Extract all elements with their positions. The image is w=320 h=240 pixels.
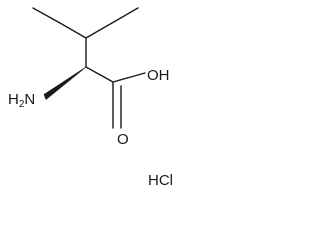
- bond-ethyl-right-ch3: [111, 7, 139, 24]
- bond-ethyl-right-ch2: [85, 22, 113, 39]
- bond-ethyl-left-ch2: [59, 22, 87, 39]
- amine-h-label: H: [8, 91, 19, 108]
- amine-group-label: H2N: [8, 91, 36, 110]
- hydroxyl-label: OH: [147, 67, 170, 84]
- bond-alpha-to-carboxyl: [85, 66, 114, 83]
- bond-ethyl-left-ch3: [32, 7, 61, 24]
- carbonyl-oxygen-label: O: [117, 131, 129, 148]
- amine-h-count: 2: [18, 99, 25, 110]
- molecule-structure: [32, 7, 146, 129]
- wedge-bond-amine: [43, 66, 87, 100]
- amine-n-label: N: [24, 91, 36, 108]
- hydrochloride-label: HCl: [148, 172, 173, 189]
- bond-hydroxyl: [112, 72, 146, 83]
